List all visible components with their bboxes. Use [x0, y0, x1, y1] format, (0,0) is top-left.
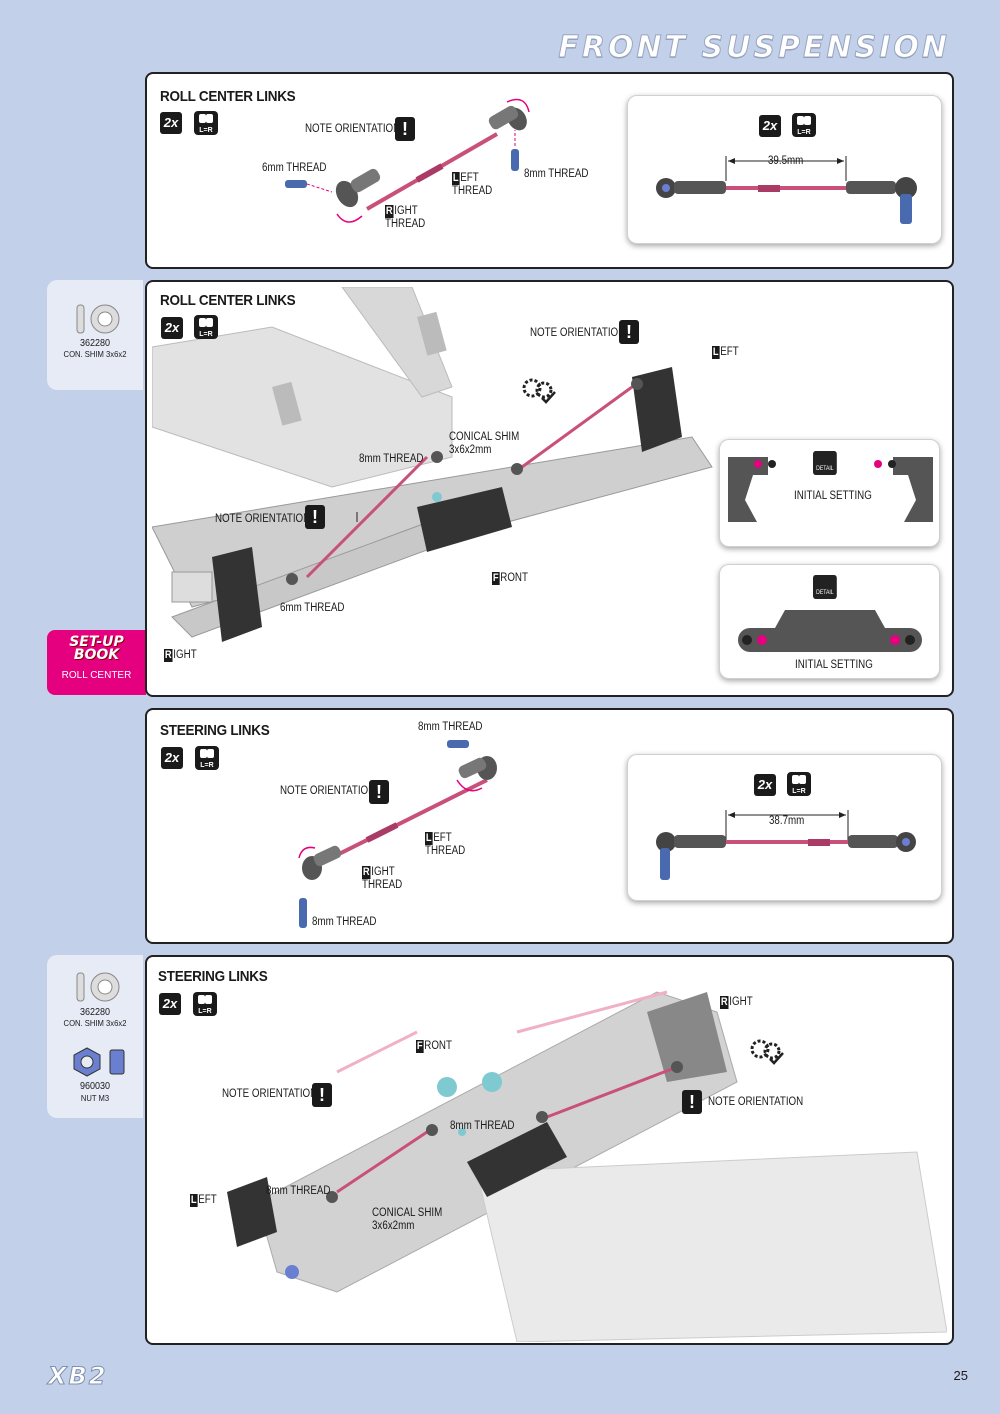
detail-icon: DETAIL	[813, 575, 837, 599]
chassis-roll-center-diagram	[152, 287, 713, 642]
warning-icon-left: !	[312, 1083, 332, 1107]
thread-8mm-label-a: 8mm THREAD	[450, 1120, 515, 1132]
section-title: STEERING LINKS	[160, 722, 270, 739]
adjust-tool-icon	[750, 1039, 784, 1065]
adjust-tool-icon	[522, 378, 556, 404]
note-orientation-top-label: NOTE ORIENTATION	[530, 327, 626, 339]
nut-icon	[73, 1047, 125, 1077]
warning-icon: !	[369, 780, 389, 804]
part-number: 362280	[79, 338, 111, 349]
detail-box-block: DETAIL INITIAL SETTING	[719, 564, 940, 679]
initial-setting-label-2: INITIAL SETTING	[795, 659, 873, 671]
roll-center-links-install-panel: ROLL CENTER LINKS 2x L=R NOTE ORIENTATIO…	[145, 280, 954, 697]
detail-box-holders: DETAIL INITIAL SETTING	[719, 439, 940, 547]
part2-number: 960030	[79, 1081, 111, 1092]
parts-sidebar-roll-center	[47, 280, 143, 390]
result-left-equals-right-icon: L=R	[787, 772, 811, 796]
thread-8mm-bottom-label: 8mm THREAD	[312, 916, 377, 928]
thread-6mm-label: 6mm THREAD	[262, 162, 327, 174]
section-title: ROLL CENTER LINKS	[160, 292, 303, 315]
warning-icon-left: !	[305, 505, 325, 529]
warning-icon-right: !	[682, 1090, 702, 1114]
section-title: ROLL CENTER LINKS	[160, 88, 296, 105]
part1-number: 362280	[79, 1007, 111, 1018]
brand-logo: XB2	[48, 1362, 108, 1391]
quantity-badge: 2x	[161, 317, 183, 339]
detail-icon: DETAIL	[813, 451, 837, 475]
left-equals-right-icon: L=R	[194, 315, 218, 339]
part1-name: CON. SHIM 3x6x2	[63, 1018, 127, 1028]
link-exploded-diagram	[285, 98, 530, 223]
quantity-badge: 2x	[159, 993, 181, 1015]
page-number: 25	[953, 1368, 968, 1383]
steering-links-assembly-panel: STEERING LINKS 2x L=R 8mm THREAD NOTE OR…	[145, 708, 954, 944]
section-title: STEERING LINKS	[158, 968, 268, 985]
initial-setting-label-1: INITIAL SETTING	[794, 490, 872, 502]
link-length-measurement: 39.5mm	[768, 155, 804, 167]
measured-link-diagram	[656, 156, 917, 224]
result-quantity-badge: 2x	[754, 774, 776, 796]
thread-8mm-label: 8mm THREAD	[359, 453, 424, 465]
quantity-badge: 2x	[160, 112, 182, 134]
link-length-result-box: 2x L=R 39.5mm	[627, 95, 942, 244]
thread-6mm-label: 6mm THREAD	[280, 602, 345, 614]
warning-icon: !	[395, 117, 415, 141]
thread-8mm-top-label: 8mm THREAD	[418, 721, 483, 733]
left-equals-right-icon: L=R	[194, 111, 218, 135]
chassis-steering-diagram	[227, 990, 947, 1342]
part-name: CON. SHIM 3x6x2	[63, 349, 127, 359]
result-left-equals-right-icon: L=R	[792, 113, 816, 137]
steering-link-result-box: 2x L=R 38.7mm	[627, 754, 942, 901]
result-quantity-badge: 2x	[759, 115, 781, 137]
conical-shim-icon	[76, 972, 120, 1002]
link-length-measurement: 38.7mm	[769, 815, 805, 827]
holder-detail-diagram	[728, 457, 933, 522]
page-title: FRONT SUSPENSION	[558, 30, 950, 66]
part2-name: NUT M3	[80, 1093, 110, 1103]
note-orientation-label: NOTE ORIENTATION	[280, 785, 376, 797]
block-detail-diagram	[738, 610, 922, 652]
quantity-badge: 2x	[161, 747, 183, 769]
note-orientation-left-label: NOTE ORIENTATION	[222, 1088, 318, 1100]
measured-steering-link-diagram	[656, 810, 916, 880]
conical-shim-icon	[76, 304, 120, 334]
note-orientation-left-label: NOTE ORIENTATION	[215, 513, 311, 525]
thread-8mm-label-b: 8mm THREAD	[266, 1185, 331, 1197]
steering-link-exploded-diagram	[298, 740, 497, 928]
warning-icon: !	[619, 320, 639, 344]
setup-book-badge[interactable]: SET-UP BOOK ROLL CENTER	[47, 630, 146, 695]
left-equals-right-icon: L=R	[193, 992, 217, 1016]
roll-center-links-assembly-panel: ROLL CENTER LINKS 2x L=R NOTE ORIENTATIO…	[145, 72, 954, 269]
note-orientation-label: NOTE ORIENTATION	[305, 123, 401, 135]
thread-8mm-label: 8mm THREAD	[524, 168, 589, 180]
note-orientation-right-label: NOTE ORIENTATION	[708, 1096, 804, 1108]
left-equals-right-icon: L=R	[195, 746, 219, 770]
